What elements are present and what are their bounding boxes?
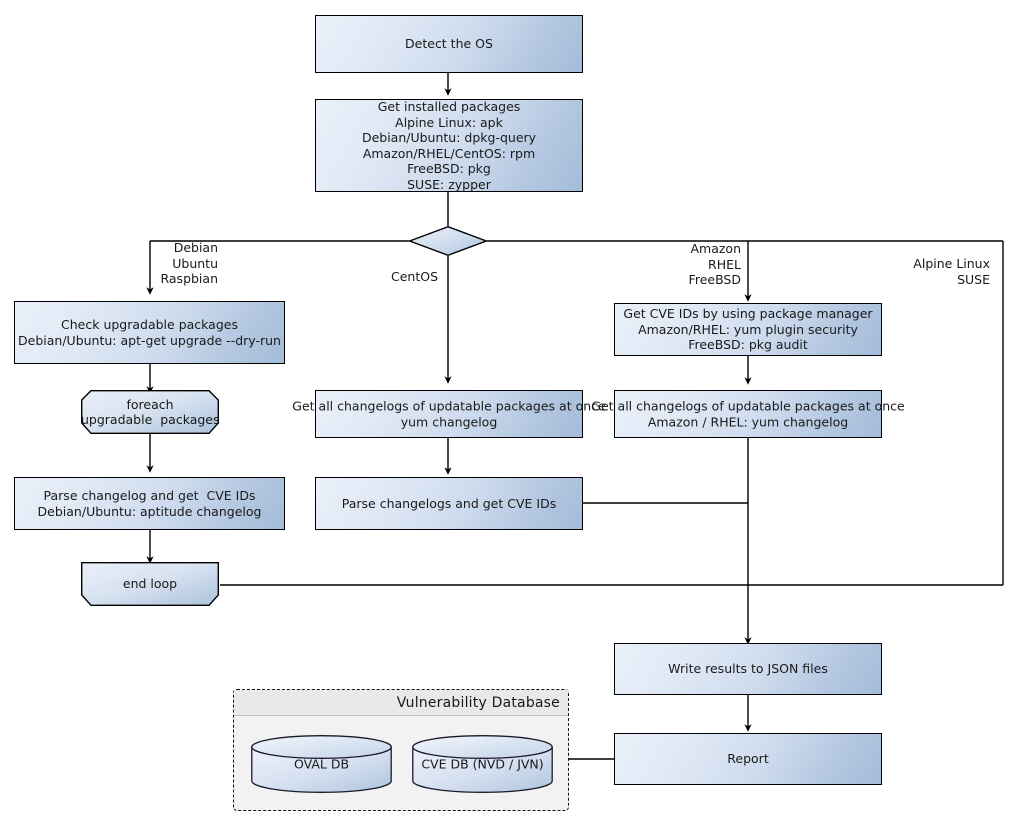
node-get-changelogs-centos-label: Get all changelogs of updatable packages… [292, 398, 606, 430]
node-end-loop-label: end loop [122, 576, 178, 592]
node-parse-changelogs-centos[interactable]: Parse changelogs and get CVE IDs [315, 477, 583, 530]
node-parse-changelogs-centos-label: Parse changelogs and get CVE IDs [341, 495, 557, 511]
branch-label-centos: CentOS [391, 269, 439, 284]
node-report[interactable]: Report [614, 733, 882, 785]
branch-label-amazon: Amazon RHEL FreeBSD [688, 241, 741, 287]
node-get-installed-packages-label: Get installed packages Alpine Linux: apk… [361, 99, 537, 192]
branch-label-alpine: Alpine Linux SUSE [913, 256, 990, 287]
node-check-upgradable-label: Check upgradable packages Debian/Ubuntu:… [18, 317, 281, 348]
node-check-upgradable[interactable]: Check upgradable packages Debian/Ubuntu:… [14, 301, 285, 364]
node-foreach-loop[interactable]: foreach upgradable packages [81, 390, 220, 434]
branch-label-debian: Debian Ubuntu Raspbian [160, 240, 218, 286]
node-parse-changelog-debian[interactable]: Parse changelog and get CVE IDs Debian/U… [14, 477, 285, 530]
vulnerability-database-group: Vulnerability Database OVAL D [233, 689, 569, 811]
node-get-cve-ids-package-manager-label: Get CVE IDs by using package manager Ama… [623, 306, 873, 353]
database-cylinder-oval-label: OVAL DB [293, 756, 350, 772]
node-get-changelogs-rhel-label: Get all changelogs of updatable packages… [591, 398, 905, 430]
database-cylinder-cve-label: CVE DB (NVD / JVN) [421, 756, 544, 772]
node-get-cve-ids-package-manager[interactable]: Get CVE IDs by using package manager Ama… [614, 303, 882, 356]
node-get-changelogs-centos[interactable]: Get all changelogs of updatable packages… [292, 390, 606, 438]
node-detect-os-label: Detect the OS [405, 36, 493, 52]
node-foreach-loop-label: foreach upgradable packages [81, 396, 220, 428]
node-get-changelogs-rhel[interactable]: Get all changelogs of updatable packages… [591, 390, 905, 438]
database-cylinder-oval[interactable]: OVAL DB [251, 735, 392, 793]
node-get-installed-packages[interactable]: Get installed packages Alpine Linux: apk… [315, 99, 583, 192]
node-detect-os[interactable]: Detect the OS [315, 15, 583, 73]
node-parse-changelog-debian-label: Parse changelog and get CVE IDs Debian/U… [37, 488, 262, 519]
database-cylinder-cve[interactable]: CVE DB (NVD / JVN) [412, 735, 553, 793]
node-write-results[interactable]: Write results to JSON files [614, 643, 882, 695]
node-end-loop[interactable]: end loop [81, 562, 219, 606]
vulnerability-database-title: Vulnerability Database [234, 690, 568, 716]
node-report-label: Report [727, 751, 769, 767]
node-write-results-label: Write results to JSON files [668, 661, 828, 677]
